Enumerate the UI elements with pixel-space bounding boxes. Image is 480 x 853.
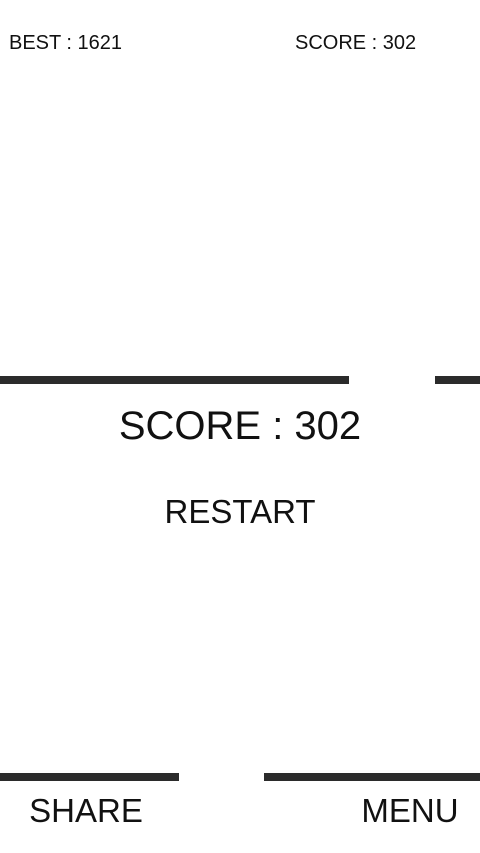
platform-bar-bottom-right [264,773,480,781]
menu-button[interactable]: MENU [361,792,459,829]
platform-bar-bottom-left [0,773,179,781]
final-score-text: SCORE : 302 [118,404,362,448]
best-score-label: BEST : 1621 [9,32,123,54]
current-score-label: SCORE : 302 [295,32,417,54]
share-button[interactable]: SHARE [29,792,143,829]
platform-bar-top-left [0,376,349,384]
restart-button[interactable]: RESTART [164,493,316,530]
platform-bar-top-right [435,376,480,384]
